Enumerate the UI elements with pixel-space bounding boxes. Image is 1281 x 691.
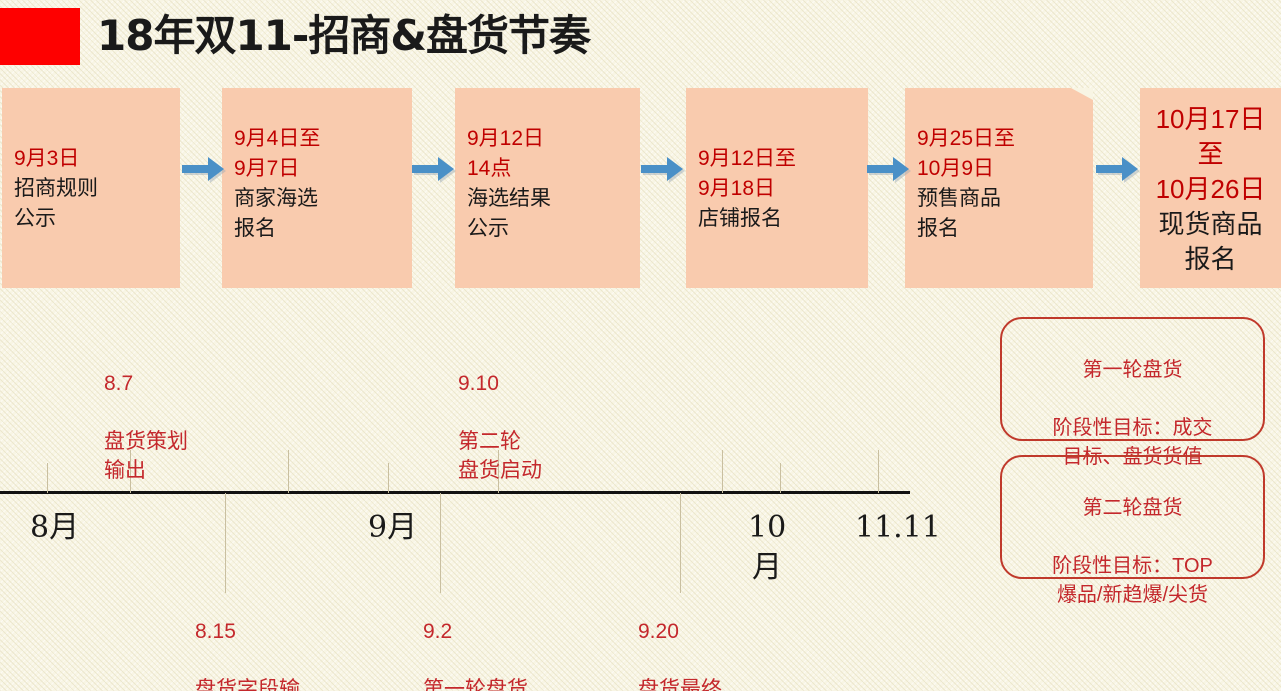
axis-label-october: 10 月: [748, 510, 787, 585]
timeline-tick: [440, 493, 441, 593]
flow-step-box-2: 9月4日至 9月7日 商家海选 报名: [222, 88, 412, 288]
annotation-text: 第二轮 盘货启动: [458, 430, 542, 482]
annotation-text: 第一轮盘货 输出: [423, 678, 528, 691]
flow-step-desc: 海选结果 公示: [467, 187, 551, 240]
timeline-tick: [130, 450, 131, 493]
flow-step-date: 10月17日 至 10月26日: [1155, 104, 1266, 204]
flow-step-box-5: 9月25日至 10月9日 预售商品 报名: [905, 88, 1093, 288]
annotation-below-2: 9.2 第一轮盘货 输出: [423, 588, 528, 691]
timeline-tick: [225, 493, 226, 593]
callout-round-1: 第一轮盘货 阶段性目标：成交 目标、盘货货值: [1000, 317, 1265, 468]
timeline-tick: [288, 450, 289, 493]
folded-corner: [1071, 88, 1093, 100]
flow-arrow-5: [1096, 155, 1142, 189]
flow-arrow-3: [641, 155, 687, 189]
flow-step-box-1: 9月3日 招商规则 公示: [2, 88, 180, 288]
flow-step-box-4: 9月12日至 9月18日 店铺报名: [686, 88, 868, 288]
flow-step-date: 9月12日 14点: [467, 127, 545, 180]
annotation-date: 8.15: [195, 620, 236, 643]
timeline-tick: [680, 493, 681, 593]
flow-step-date: 9月25日至 10月9日: [917, 127, 1016, 180]
annotation-below-3: 9.20 盘货最终 输出: [638, 588, 722, 691]
callout-round-2: 第二轮盘货 阶段性目标：TOP 爆品/新趋爆/尖货: [1000, 455, 1265, 606]
annotation-date: 9.10: [458, 372, 499, 395]
callout-title: 第二轮盘货: [1082, 497, 1183, 519]
flow-step-date: 9月4日至 9月7日: [234, 127, 321, 180]
flow-step-desc: 招商规则 公示: [14, 177, 98, 230]
annotation-date: 8.7: [104, 372, 134, 395]
flow-step-desc: 店铺报名: [698, 207, 782, 230]
annotation-above-1: 8.7 盘货策划 输出: [104, 340, 188, 514]
title-bar: 18年双11-招商&盘货节奏: [0, 0, 1281, 78]
page-title: 18年双11-招商&盘货节奏: [97, 11, 591, 60]
axis-label-august: 8月: [30, 510, 80, 545]
flow-step-desc: 商家海选 报名: [234, 187, 318, 240]
timeline-tick: [878, 450, 879, 493]
flow-step-date: 9月12日至 9月18日: [698, 147, 797, 200]
annotation-above-2: 9.10 第二轮 盘货启动: [458, 340, 542, 514]
axis-label-double11: 11.11: [855, 510, 941, 545]
callout-title: 第一轮盘货: [1082, 359, 1183, 381]
flow-step-box-6: 10月17日 至 10月26日 现货商品 报名: [1140, 88, 1281, 288]
flow-step-desc: 现货商品 报名: [1158, 209, 1263, 274]
timeline-tick: [388, 463, 389, 493]
timeline-tick: [498, 450, 499, 493]
timeline-tick: [722, 450, 723, 493]
annotation-date: 9.20: [638, 620, 679, 643]
annotation-date: 9.2: [423, 620, 453, 643]
flow-arrow-2: [412, 155, 458, 189]
timeline-tick: [47, 463, 48, 493]
annotation-text: 盘货策划 输出: [104, 430, 188, 482]
flow-step-desc: 预售商品 报名: [917, 187, 1001, 240]
timeline-tick: [780, 463, 781, 493]
flow-arrow-4: [867, 155, 913, 189]
flow-step-date: 9月3日: [14, 147, 80, 170]
callout-body: 阶段性目标：TOP 爆品/新趋爆/尖货: [1052, 555, 1213, 606]
red-accent-square: [0, 8, 80, 65]
flow-arrow-1: [182, 155, 228, 189]
timeline-axis: [0, 491, 910, 494]
callout-body: 阶段性目标：成交 目标、盘货货值: [1052, 417, 1213, 468]
annotation-text: 盘货最终 输出: [638, 678, 722, 691]
flow-step-box-3: 9月12日 14点 海选结果 公示: [455, 88, 640, 288]
annotation-below-1: 8.15 盘货字段输 出商家: [195, 588, 300, 691]
axis-label-september: 9月: [368, 510, 418, 545]
annotation-text: 盘货字段输 出商家: [195, 678, 300, 691]
